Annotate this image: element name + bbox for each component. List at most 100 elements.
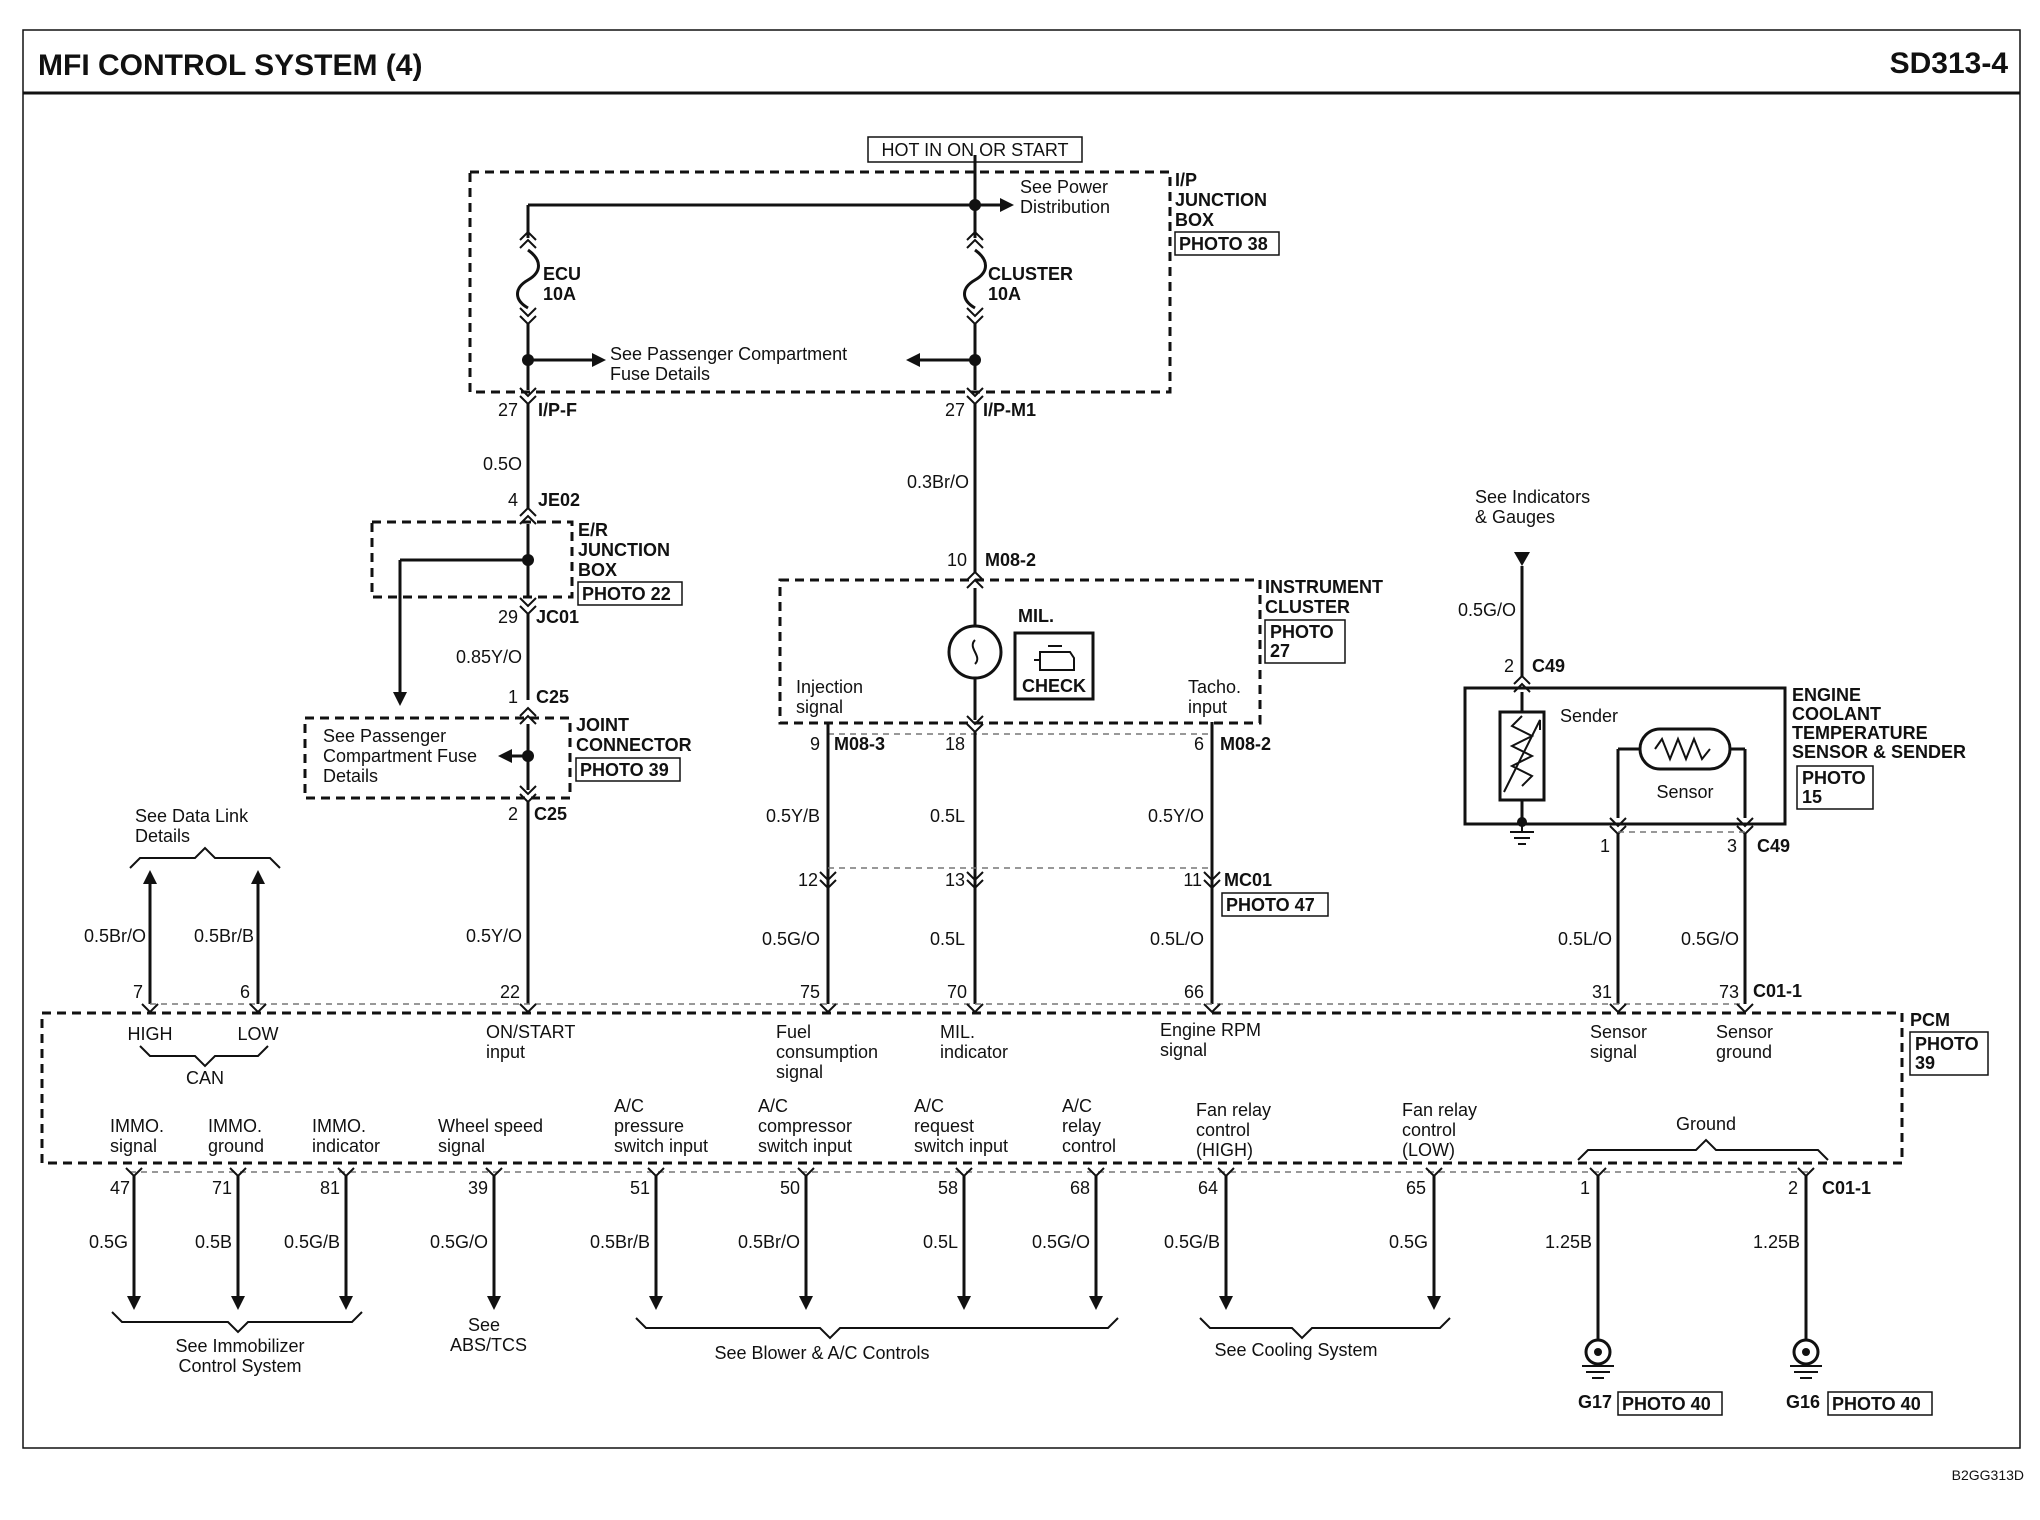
er-photo-box: [577, 581, 683, 606]
terminal-icon: [519, 1003, 537, 1014]
pcm-fuel-1: Fuel: [776, 1022, 811, 1042]
pcm-onstart-2: input: [486, 1042, 525, 1062]
pcm-immo-sig-1: IMMO.: [110, 1116, 164, 1136]
cluster-fuse-top-terminal-icon: [966, 230, 984, 249]
terminal-icon: [249, 1003, 267, 1014]
mil-pin: 18: [945, 734, 965, 754]
ect-title-4: SENSOR & SENDER: [1792, 742, 1966, 762]
terminal-icon: [1736, 1003, 1754, 1014]
check-engine-icon: [1034, 645, 1075, 671]
bottom-pin-50: 50: [780, 1178, 800, 1198]
jc01-conn: JC01: [536, 607, 579, 627]
ground-g17: G17 PHOTO 40: [1578, 1338, 1723, 1416]
down-arrow-icon: [487, 1296, 501, 1310]
down-arrow-icon: [339, 1296, 353, 1310]
wire-0-3bro-label: 0.3Br/O: [907, 472, 969, 492]
pcm-photo-1: PHOTO: [1915, 1034, 1979, 1054]
cluster-fuse-name: CLUSTER: [988, 264, 1073, 284]
pcm-acp-1: A/C: [614, 1096, 644, 1116]
pcm-top-terminals: [141, 1003, 1754, 1014]
ipf-conn: I/P-F: [538, 400, 577, 420]
bottom-wires: 47 71 81 39 51 50 58 68 64 65 1 2 C01-1: [89, 1167, 1933, 1416]
cluster-title-2: CLUSTER: [1265, 597, 1350, 617]
joint-connector-outline: [303, 716, 572, 800]
check-engine-box: [1013, 631, 1095, 701]
immo-bracket: [111, 1311, 363, 1334]
can-bracket: [139, 1045, 269, 1068]
c25-top-connector-icon: [519, 706, 537, 725]
header: MFI CONTROL SYSTEM (4) SD313-4: [22, 29, 2021, 1449]
cluster-title-1: INSTRUMENT: [1265, 577, 1383, 597]
cluster-outline: [778, 578, 1262, 725]
bottom-pin-2: 2: [1788, 1178, 1798, 1198]
pcm-acc-1: A/C: [758, 1096, 788, 1116]
pcm-fl-2: control: [1402, 1120, 1456, 1140]
see-pass-1: See Passenger Compartment: [610, 344, 847, 364]
see-indicators-arrow: [1514, 552, 1530, 566]
pcm-acr-1: A/C: [914, 1096, 944, 1116]
pcm-acp-2: pressure: [614, 1116, 684, 1136]
mc01-inj-icon: [819, 871, 837, 890]
jc-see-1: See Passenger: [323, 726, 446, 746]
pcm-fl-1: Fan relay: [1402, 1100, 1477, 1120]
ip-box-title-1: I/P: [1175, 170, 1197, 190]
see-cooling: See Cooling System: [1214, 1340, 1377, 1360]
sender-thermistor-icon: [1503, 715, 1541, 793]
down-arrow-icon: [1427, 1296, 1441, 1310]
see-data-link-2: Details: [135, 826, 190, 846]
pcm-pin-22: 22: [500, 982, 520, 1002]
wire-label-g16: 1.25B: [1753, 1232, 1800, 1252]
je02-conn: JE02: [538, 490, 580, 510]
tacho-wire-label: 0.5Y/O: [1148, 806, 1204, 826]
ecu-fuse-name: ECU: [543, 264, 581, 284]
ect-top-wire-label: 0.5G/O: [1458, 600, 1516, 620]
g17-ground-icon: [1582, 1365, 1614, 1379]
g16-label: G16: [1786, 1392, 1820, 1412]
down-arrow-icon: [649, 1296, 663, 1310]
pcm-mil-2: indicator: [940, 1042, 1008, 1062]
g16-ground-dot: [1802, 1348, 1810, 1356]
ect-photo-1: PHOTO: [1802, 768, 1866, 788]
pcm-outline: [40, 1011, 1904, 1165]
down-arrow-icon: [799, 1296, 813, 1310]
left-branch: 27 I/P-F 0.5O 4 JE02 E/R JUNCTION BOX PH…: [303, 387, 692, 1004]
er-photo: PHOTO 22: [582, 584, 671, 604]
pcm-acrl-1: A/C: [1062, 1096, 1092, 1116]
ipm1-conn: I/P-M1: [983, 400, 1036, 420]
see-indicators-2: & Gauges: [1475, 507, 1555, 527]
inj-conn: M08-3: [834, 734, 885, 754]
hot-label: HOT IN ON OR START: [881, 140, 1068, 160]
ect-sig-wire-label: 0.5L/O: [1558, 929, 1612, 949]
pcm-pin-66: 66: [1184, 982, 1204, 1002]
g17-photo-box: [1617, 1391, 1723, 1416]
ipf-pin: 27: [498, 400, 518, 420]
wire-0-5o-label: 0.5O: [483, 454, 522, 474]
ect-photo-box: [1796, 765, 1874, 810]
pcm-immo-ind-1: IMMO.: [312, 1116, 366, 1136]
inj-wire-label: 0.5Y/B: [766, 806, 820, 826]
jc-photo: PHOTO 39: [580, 760, 669, 780]
ip-box-title-2: JUNCTION: [1175, 190, 1267, 210]
page-title: MFI CONTROL SYSTEM (4): [38, 49, 422, 82]
sensor-thermistor-box: [1638, 727, 1732, 771]
ect-top-connector-icon: [1513, 674, 1531, 693]
sender-label: Sender: [1560, 706, 1618, 726]
pcm-conn-c011-top: C01-1: [1753, 981, 1802, 1001]
bottom-arrows: [127, 1296, 1441, 1310]
pcm-acrl-2: relay: [1062, 1116, 1101, 1136]
pcm-photo-box: [1909, 1031, 1989, 1076]
ect-gnd-wire-label: 0.5G/O: [1681, 929, 1739, 949]
bottom-pin-71: 71: [212, 1178, 232, 1198]
pcm-rpm-2: signal: [1160, 1040, 1207, 1060]
blower-bracket: [635, 1317, 1119, 1340]
c49-gnd-pin: 3: [1727, 836, 1737, 856]
see-power-arrow: [1000, 198, 1014, 212]
ip-box-photo: PHOTO 38: [1179, 234, 1268, 254]
cluster-fuse-rating: 10A: [988, 284, 1021, 304]
pcm: PCM PHOTO 39 HIGH LOW CAN ON/START input…: [40, 1003, 1989, 1173]
pcm-pin-70: 70: [947, 982, 967, 1002]
wire-label-wheel: 0.5G/O: [430, 1232, 488, 1252]
page-frame: [22, 29, 2021, 1449]
cluster-fuse-bottom-terminal-icon: [966, 307, 984, 326]
bottom-conn-c011: C01-1: [1822, 1178, 1871, 1198]
